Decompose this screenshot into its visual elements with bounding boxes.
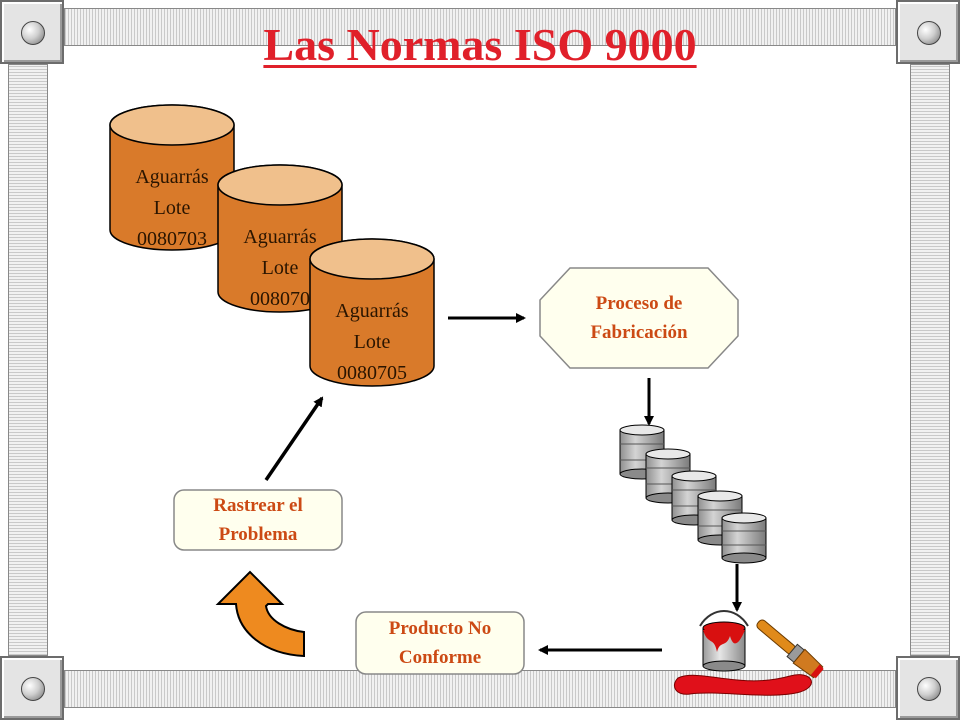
corner-knob-icon (917, 677, 941, 701)
nonconforming-line1: Producto No (388, 618, 492, 639)
nonconforming-label: Producto No Conforme (356, 614, 524, 672)
batch-lot-label: Lote (153, 197, 191, 219)
batch-cylinder-3 (309, 238, 435, 387)
batch-lot-number: 008070 (250, 288, 310, 310)
paint-brush-icon (756, 619, 824, 679)
batch-lot-label: Lote (261, 257, 299, 279)
frame-left-bar (8, 64, 48, 656)
batch-label-1: Aguarrás Lote 0080703 (110, 162, 234, 255)
nonconforming-line2: Conforme (398, 647, 482, 668)
trace-problem-line1: Rastrear el (213, 495, 303, 516)
batch-lot-number: 0080705 (337, 362, 407, 384)
frame-corner-top-right (896, 0, 960, 64)
batch-lot-label: Lote (353, 331, 391, 353)
slide-title: Las Normas ISO 9000 (263, 19, 697, 70)
corner-knob-icon (917, 21, 941, 45)
trace-problem-label: Rastrear el Problema (174, 491, 342, 549)
frame-corner-bottom-left (0, 656, 64, 720)
process-octagon (539, 267, 739, 369)
batch-label-2: Aguarrás Lote 008070 (218, 222, 342, 315)
corner-knob-icon (21, 21, 45, 45)
batch-cylinder-1 (109, 104, 235, 251)
batch-label-3: Aguarrás Lote 0080705 (310, 296, 434, 389)
paint-can-icon (699, 610, 749, 672)
drums-icon (619, 424, 767, 564)
batch-product: Aguarrás (243, 226, 317, 248)
batch-product: Aguarrás (135, 166, 209, 188)
batch-lot-number: 0080703 (137, 228, 207, 250)
corner-knob-icon (21, 677, 45, 701)
frame-corner-top-left (0, 0, 64, 64)
arrow-trace-to-batch (264, 396, 324, 481)
frame-top-bar (64, 8, 896, 46)
nonconforming-box (355, 611, 525, 675)
frame-corner-bottom-right (896, 656, 960, 720)
frame-right-bar (910, 64, 950, 656)
paint-spill (674, 674, 812, 696)
batch-product: Aguarrás (335, 300, 409, 322)
curved-arrow-icon (215, 570, 305, 658)
process-label-line2: Fabricación (590, 322, 688, 343)
trace-problem-box (173, 489, 343, 551)
process-label: Proceso de Fabricación (540, 289, 738, 347)
process-label-line1: Proceso de (595, 293, 683, 314)
trace-problem-line2: Problema (218, 524, 298, 545)
